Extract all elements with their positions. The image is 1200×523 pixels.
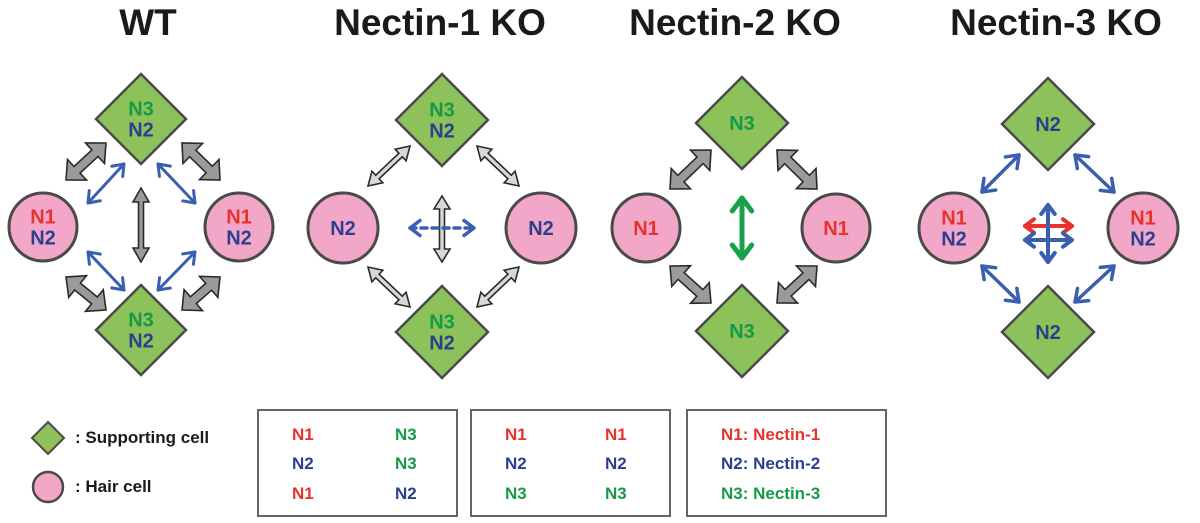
label-n2: N2 xyxy=(1130,229,1156,251)
title-nectin2-ko: Nectin-2 KO xyxy=(629,2,841,43)
supporting-cell: N2 xyxy=(1000,284,1096,380)
legend-homo-1-left: N1 xyxy=(505,425,527,444)
label-n1: N1 xyxy=(633,218,659,240)
legend-cross-2-right: N3 xyxy=(395,454,417,473)
gray-arrow-n1n3 xyxy=(181,142,221,181)
hair-cell: N2 xyxy=(504,191,578,265)
hair-cell: N1 xyxy=(800,192,872,264)
white-arrow-n2n3 xyxy=(475,265,521,309)
blue-dashed-arrow-n2n2 xyxy=(408,218,476,238)
title-nectin1-ko: Nectin-1 KO xyxy=(334,2,546,43)
title-wt: WT xyxy=(119,2,177,43)
blue-arrow-n2n2 xyxy=(980,153,1021,194)
blue-arrow-n2n2 xyxy=(1073,153,1116,194)
label-n1: N1 xyxy=(823,218,849,240)
blue-arrow-n2n2 xyxy=(86,162,126,205)
legend-hair-cell-icon xyxy=(31,470,65,504)
white-arrow-n2n3 xyxy=(366,265,412,309)
legend-def-nectin1: N1: Nectin-1 xyxy=(721,425,821,444)
blue-arrow-n2n2 xyxy=(86,250,126,292)
white-arrow-n2n3 xyxy=(475,144,521,188)
center-cross-arrows xyxy=(1023,203,1074,264)
legend-cross-3-right: N2 xyxy=(395,484,417,503)
blue-arrow-n2n2 xyxy=(1073,264,1116,304)
legend-box-cross-interactions: N1 N3 N2 N3 N1 N2 xyxy=(257,409,458,517)
label-n3: N3 xyxy=(429,100,455,122)
gray-arrow-n1n3 xyxy=(669,264,712,305)
blue-arrow-n2n2 xyxy=(156,250,197,292)
legend-supporting-cell-icon xyxy=(30,420,66,456)
gray-arrow-n1n3 xyxy=(181,275,221,312)
legend-cross-1-left: N1 xyxy=(292,425,314,444)
legend-homo-3-right: N3 xyxy=(605,484,627,503)
label-n1: N1 xyxy=(30,207,56,229)
label-n2: N2 xyxy=(528,218,554,240)
label-n1: N1 xyxy=(226,207,252,229)
legend-def-nectin3: N3: Nectin-3 xyxy=(721,484,821,503)
gray-arrow-n1n3 xyxy=(669,149,712,190)
label-n3: N3 xyxy=(729,113,755,135)
legend-cross-3-left: N1 xyxy=(292,484,314,503)
supporting-cell: N2 xyxy=(1000,76,1096,172)
legend-def-nectin2: N2: Nectin-2 xyxy=(721,454,821,473)
legend-box-definitions: N1: Nectin-1 N2: Nectin-2 N3: Nectin-3 xyxy=(686,409,887,517)
legend-cross-2-left: N2 xyxy=(292,454,314,473)
gray-arrow-n1n3 xyxy=(776,149,818,190)
blue-arrow-n2n2-horizontal xyxy=(1023,231,1074,249)
blue-arrow-n2n2 xyxy=(156,162,197,205)
label-n2: N2 xyxy=(1035,322,1061,344)
green-arrow-n3n3 xyxy=(729,195,755,261)
legend-homo-2-left: N2 xyxy=(505,454,527,473)
label-n3: N3 xyxy=(729,321,755,343)
hair-cell: N2 xyxy=(306,191,380,265)
label-n2: N2 xyxy=(30,228,56,250)
legend-homo-2-right: N2 xyxy=(605,454,627,473)
label-n2: N2 xyxy=(226,228,252,250)
legend-box-homo-interactions: N1 N1 N2 N2 N3 N3 xyxy=(470,409,671,517)
title-nectin3-ko: Nectin-3 KO xyxy=(950,2,1162,43)
label-n2: N2 xyxy=(128,120,154,142)
label-n3: N3 xyxy=(128,310,154,332)
label-n3: N3 xyxy=(128,99,154,121)
label-n1: N1 xyxy=(941,208,967,230)
label-n2: N2 xyxy=(128,331,154,353)
gray-arrow-n1n3 xyxy=(776,265,818,304)
hair-cell: N1 xyxy=(610,192,682,264)
legend-homo-3-left: N3 xyxy=(505,484,527,503)
gray-arrow-n1n3 xyxy=(65,142,107,181)
label-n2: N2 xyxy=(1035,114,1061,136)
legend-cross-1-right: N3 xyxy=(395,425,417,444)
label-n3: N3 xyxy=(429,312,455,334)
supporting-cell: N3 xyxy=(694,283,790,379)
blue-arrow-n2n2-vertical xyxy=(1039,203,1057,264)
label-n1: N1 xyxy=(1130,208,1156,230)
label-n2: N2 xyxy=(330,218,356,240)
blue-arrow-n2n2 xyxy=(980,264,1021,304)
white-arrow-n2n3 xyxy=(366,144,412,188)
supporting-cell: N3 xyxy=(694,75,790,171)
gray-arrow-n1n3-center xyxy=(131,186,151,264)
legend-supporting-cell-label: : Supporting cell xyxy=(75,428,210,447)
legend-homo-1-right: N1 xyxy=(605,425,627,444)
label-n2: N2 xyxy=(941,229,967,251)
gray-arrow-n1n3 xyxy=(65,274,107,313)
label-n2: N2 xyxy=(429,121,455,143)
legend-hair-cell-label: : Hair cell xyxy=(75,477,152,496)
label-n2: N2 xyxy=(429,333,455,355)
